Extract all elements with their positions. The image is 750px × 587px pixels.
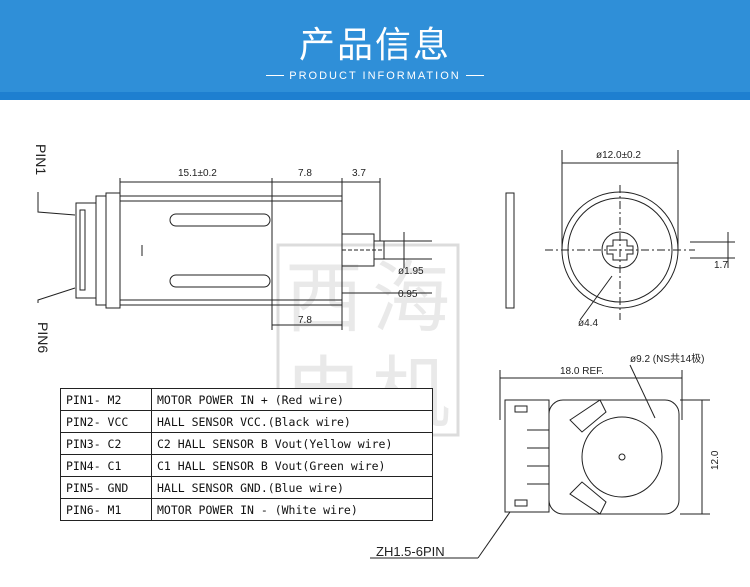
desc-cell: MOTOR POWER IN + (Red wire) (151, 388, 433, 411)
connector-pins (79, 209, 86, 291)
rear-brush-bottom (569, 481, 607, 515)
connector-label: ZH1.5-6PIN (376, 544, 445, 559)
watermark-char-2: 海 (372, 254, 450, 344)
motor-body (119, 195, 273, 306)
front-cross-shaft (606, 239, 634, 261)
rear-center (618, 453, 626, 461)
connector-body (75, 202, 97, 299)
page-title: 产品信息 (298, 25, 451, 66)
front-flange (505, 192, 515, 309)
pin-cell: PIN5- GND (60, 476, 152, 499)
header-stripe (0, 92, 750, 100)
dim-offset: 0.95 (398, 289, 418, 300)
rear-housing (548, 399, 680, 515)
dim-front-hole: ø4.4 (578, 318, 598, 329)
pin-cell: PIN6- M1 (60, 498, 152, 521)
desc-cell: HALL SENSOR VCC.(Black wire) (151, 410, 433, 433)
motor-slot-top (169, 213, 271, 227)
pin1-label: PIN1 (33, 144, 49, 175)
dim-rear-magnet: ø9.2 (NS共14极) (630, 352, 704, 365)
watermark-char-1: 西 (285, 254, 363, 344)
dim-front-diameter: ø12.0±0.2 (596, 150, 641, 161)
dim-gear-length: 7.8 (298, 168, 312, 179)
desc-cell: C2 HALL SENSOR B Vout(Yellow wire) (151, 432, 433, 455)
pin6-leader (37, 287, 76, 303)
pin-cell: PIN1- M2 (60, 388, 152, 411)
desc-cell: HALL SENSOR GND.(Blue wire) (151, 476, 433, 499)
pin-cell: PIN2- VCC (60, 410, 152, 433)
connector-back (95, 195, 107, 306)
rear-magnet (581, 416, 663, 498)
motor-slot-bottom (169, 274, 271, 288)
desc-cell: MOTOR POWER IN - (White wire) (151, 498, 433, 521)
rear-connector (504, 399, 550, 513)
page-subtitle: PRODUCT INFORMATION (289, 70, 461, 82)
dim-front-flat: 1.7 (714, 260, 728, 271)
subtitle-line-left (266, 75, 284, 76)
side-view: PIN1 PIN6 (33, 144, 432, 353)
dim-rear-length: 18.0 REF. (560, 366, 604, 377)
pin-cell: PIN3- C2 (60, 432, 152, 455)
rear-pin-top (514, 405, 528, 413)
pin6-label: PIN6 (35, 322, 51, 353)
rear-view (370, 364, 710, 559)
pin1-leader (37, 192, 76, 216)
desc-cell: C1 HALL SENSOR B Vout(Green wire) (151, 454, 433, 477)
rear-brush-top (569, 399, 607, 433)
header-banner (0, 0, 750, 100)
dim-body-length: 15.1±0.2 (178, 168, 217, 179)
dim-shaft-diameter: ø1.95 (398, 266, 424, 277)
motor-endcap (105, 192, 121, 309)
front-view (505, 150, 735, 321)
subtitle-line-right (466, 75, 484, 76)
dim-rear-height: 12.0 (710, 450, 721, 470)
pin-cell: PIN4- C1 (60, 454, 152, 477)
dim-bottom-length: 7.8 (298, 315, 312, 326)
dim-shaft-length: 3.7 (352, 168, 366, 179)
rear-pin-bottom (514, 499, 528, 507)
